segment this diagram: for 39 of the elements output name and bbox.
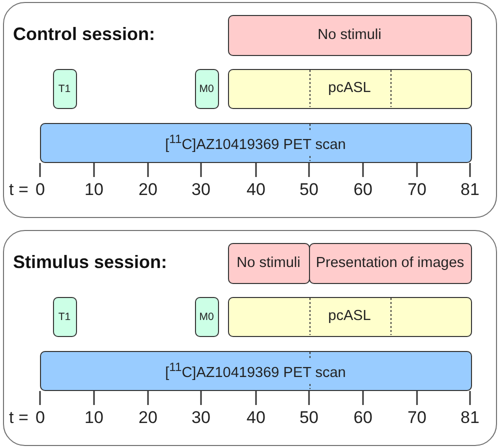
axis-label: t = [9,180,28,200]
tick-label: 50 [300,408,318,428]
panel-title: Control session: [13,23,156,45]
sequence-box: M0 [194,68,218,108]
tick-label: 60 [354,408,372,428]
tick-label: 40 [246,408,266,428]
session-panel [3,230,497,446]
pet-scan-bar [40,350,472,390]
sequence-box: M0 [194,296,218,336]
tick-label: 60 [354,180,372,200]
bar-label: pcASL [328,308,371,325]
tick-label: 0 [36,180,45,200]
axis-label: t = [9,408,28,428]
tick-label: 40 [246,180,266,200]
bar-label: [$^{11}$C]AZ10419369 PET scan [165,359,346,382]
pet-scan-bar [40,122,472,162]
sequence-box: T1 [52,68,76,108]
tick-label: 30 [192,180,210,200]
asl-bar [228,296,472,336]
tick-label: 70 [408,408,426,428]
sequence-box: T1 [52,296,76,336]
tick-label: 30 [192,408,210,428]
stimulus-bar: No stimuli [228,242,310,284]
tick-label: 81 [460,180,480,200]
tick-label: 81 [460,408,480,428]
tick-label: 20 [138,180,158,200]
session-panel [3,2,497,218]
tick-label: 10 [84,408,104,428]
panel-title: Stimulus session: [13,251,168,273]
tick-label: 50 [300,180,318,200]
tick-label: 20 [138,408,158,428]
bar-label: [$^{11}$C]AZ10419369 PET scan [165,131,346,154]
bar-label: pcASL [328,80,371,97]
tick-label: 0 [36,408,45,428]
asl-bar [228,68,472,108]
tick-label: 10 [84,180,104,200]
stimulus-bar: No stimuli [228,14,472,56]
stimulus-bar: Presentation of images [308,242,472,284]
tick-label: 70 [408,180,426,200]
